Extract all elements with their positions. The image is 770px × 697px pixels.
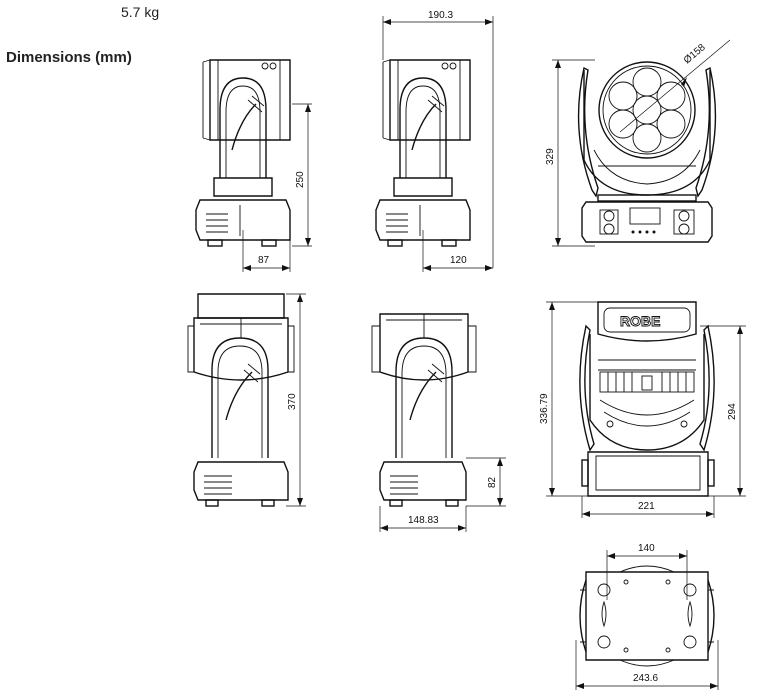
dim-243-6: 243.6 (575, 640, 719, 690)
bottom-view (579, 565, 715, 667)
weight-label: 5.7 kg (121, 4, 160, 20)
rear-view (371, 313, 477, 507)
dim-294: 294 (700, 325, 746, 497)
dim-148-83-label: 148.83 (408, 515, 439, 526)
dim-370: 370 (286, 293, 306, 507)
dim-250-label: 250 (295, 171, 306, 188)
dim-158-label: Ø158 (682, 42, 708, 66)
dim-190-3: 190.3 (382, 10, 494, 268)
dim-120-label: 120 (450, 255, 467, 266)
front-view-logo: ROBE (579, 301, 715, 497)
dim-82: 82 (466, 457, 506, 507)
dim-221: 221 (581, 496, 715, 518)
dim-148-83: 148.83 (379, 506, 467, 532)
dim-120: 120 (422, 230, 493, 272)
dim-82-label: 82 (487, 476, 498, 488)
side-view-center (375, 59, 471, 247)
robe-logo: ROBE (620, 313, 660, 329)
dim-221-label: 221 (638, 501, 655, 512)
dim-294-label: 294 (727, 403, 738, 420)
dim-329: 329 (545, 59, 595, 247)
dim-140: 140 (606, 543, 688, 600)
side-view-left (195, 59, 291, 247)
dim-190-3-label: 190.3 (428, 10, 453, 21)
dim-87: 87 (242, 230, 291, 272)
dim-250: 250 (292, 103, 312, 247)
dim-140-label: 140 (638, 543, 655, 554)
dim-370-label: 370 (287, 393, 298, 410)
front-view-left (187, 293, 295, 507)
dim-336-79: 336.79 (539, 301, 600, 497)
dim-336-79-label: 336.79 (539, 393, 550, 424)
front-view-lens (577, 61, 717, 243)
dim-329-label: 329 (545, 148, 556, 165)
dim-243-6-label: 243.6 (633, 673, 658, 684)
dim-87-label: 87 (258, 255, 270, 266)
dimensions-heading: Dimensions (mm) (6, 49, 132, 66)
